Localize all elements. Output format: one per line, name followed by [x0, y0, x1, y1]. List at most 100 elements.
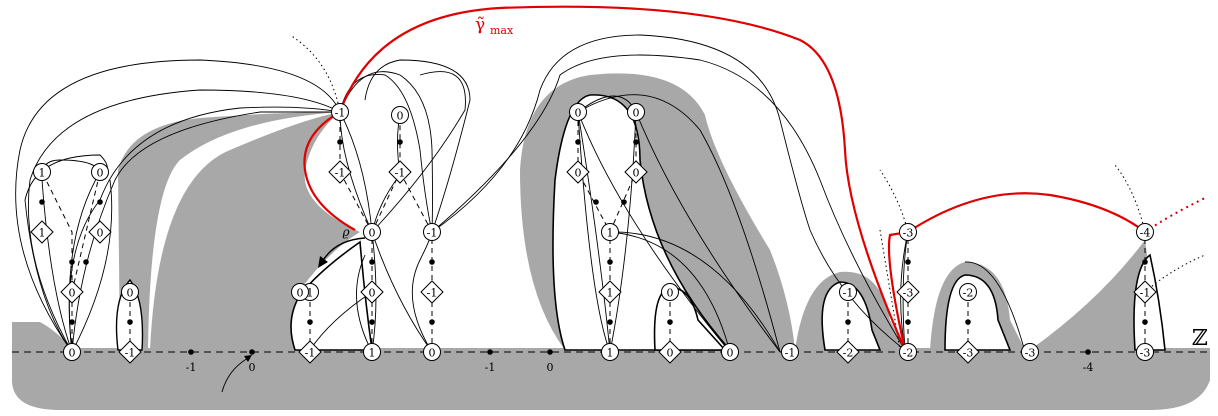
tree-dot — [1142, 319, 1148, 325]
tree-dot — [337, 139, 343, 145]
circle-node: -1 — [781, 343, 799, 361]
node-label: 0 — [297, 287, 304, 300]
node-label: 0 — [667, 287, 674, 300]
circle-node: -4 — [1136, 223, 1154, 241]
node-label: -3 — [903, 287, 914, 300]
node-label: 0 — [633, 107, 640, 120]
node-label: -2 — [963, 287, 974, 300]
axis-number: 0 — [249, 361, 256, 374]
tree-dots — [39, 139, 1148, 355]
grey-region-hump-3 — [1030, 240, 1160, 350]
pointer-arrowhead — [244, 355, 252, 362]
tree-dot — [905, 319, 911, 325]
diamond-node: -1 — [388, 160, 412, 184]
diamond-node: 1 — [598, 280, 622, 304]
node-label: -1 — [427, 227, 438, 240]
circle-node: 0 — [121, 283, 139, 301]
tree-dot — [845, 319, 851, 325]
axis-number: -1 — [485, 361, 496, 374]
node-label: -1 — [125, 347, 136, 360]
node-label: 0 — [727, 347, 734, 360]
circle-node: -2 — [899, 343, 917, 361]
rho-arrow — [321, 237, 366, 263]
tree-dot — [369, 259, 375, 265]
node-label: -3 — [963, 347, 974, 360]
node-label: -1 — [305, 347, 316, 360]
circle-node: 0 — [721, 343, 739, 361]
tree-dot — [307, 319, 313, 325]
white-lobe-6 — [1133, 253, 1166, 351]
circle-node: 1 — [601, 343, 619, 361]
node-label: 1 — [307, 287, 314, 300]
rho-label: ϱ — [342, 225, 349, 239]
node-label: 0 — [369, 287, 376, 300]
node-label: 0 — [69, 347, 76, 360]
tree-dot — [188, 349, 194, 355]
circle-node: 0 — [363, 223, 381, 241]
diamond-node: -1 — [118, 340, 142, 364]
tree-dot — [397, 139, 403, 145]
circle-node: -2 — [959, 283, 977, 301]
node-label: -1 — [395, 167, 406, 180]
tree-dot — [39, 199, 45, 205]
diamond-node: 0 — [624, 160, 648, 184]
tree-dot — [621, 199, 627, 205]
diamond-node: 0 — [566, 160, 590, 184]
node-label: 0 — [633, 167, 640, 180]
node-label: 0 — [97, 167, 104, 180]
node-label: 1 — [39, 227, 46, 240]
node-label: -1 — [427, 287, 438, 300]
circle-node: 1 — [33, 163, 51, 181]
node-label: 1 — [39, 167, 46, 180]
tree-dot — [575, 139, 581, 145]
tree-dot — [607, 259, 613, 265]
node-label: -3 — [1025, 347, 1036, 360]
node-label: 0 — [69, 287, 76, 300]
diamond-node: -1 — [328, 160, 352, 184]
tree-dot — [1142, 259, 1148, 265]
diamond-node: 1 — [30, 220, 54, 244]
node-label: -1 — [335, 107, 346, 120]
diamond-node: -1 — [298, 340, 322, 364]
gamma-max-curve — [303, 5, 1146, 351]
circle-node: -3 — [1136, 343, 1154, 361]
node-label: -1 — [335, 167, 346, 180]
grey-region-tall — [150, 112, 360, 350]
tree-dot — [369, 319, 375, 325]
tree-dot — [905, 259, 911, 265]
tree-dot — [69, 259, 75, 265]
node-label: 1 — [607, 227, 614, 240]
dotted-stubs — [289, 34, 1206, 351]
tree-dot — [633, 139, 639, 145]
tree-dot — [249, 349, 255, 355]
gamma-max-subscript: max — [490, 24, 514, 37]
circle-node: -1 — [331, 103, 349, 121]
node-label: -2 — [903, 347, 914, 360]
node-label: 0 — [369, 227, 376, 240]
gamma-max-label: γ̃ — [475, 15, 485, 35]
node-label: 0 — [127, 287, 134, 300]
diamond-node: 0 — [658, 340, 682, 364]
node-label: -1 — [843, 287, 854, 300]
tree-dot — [83, 259, 89, 265]
red-dotted-stub — [1144, 197, 1206, 233]
axis-number: 0 — [547, 361, 554, 374]
node-label: 1 — [369, 347, 376, 360]
diamond-node: 0 — [360, 280, 384, 304]
node-label: -3 — [903, 227, 914, 240]
circle-node: -1 — [839, 283, 857, 301]
circle-node: 0 — [661, 283, 679, 301]
diamond-node: -3 — [956, 340, 980, 364]
white-lobe-2 — [552, 94, 732, 351]
node-label: 0 — [667, 347, 674, 360]
circle-node: 0 — [91, 163, 109, 181]
tree-dot — [487, 349, 493, 355]
circle-node: -3 — [899, 223, 917, 241]
tree-dot — [97, 199, 103, 205]
curved-pointer-arrow — [221, 357, 249, 393]
diamond-node: -2 — [836, 340, 860, 364]
circle-node: 0 — [627, 103, 645, 121]
diamond-node: 0 — [88, 220, 112, 244]
tree-dot — [593, 199, 599, 205]
